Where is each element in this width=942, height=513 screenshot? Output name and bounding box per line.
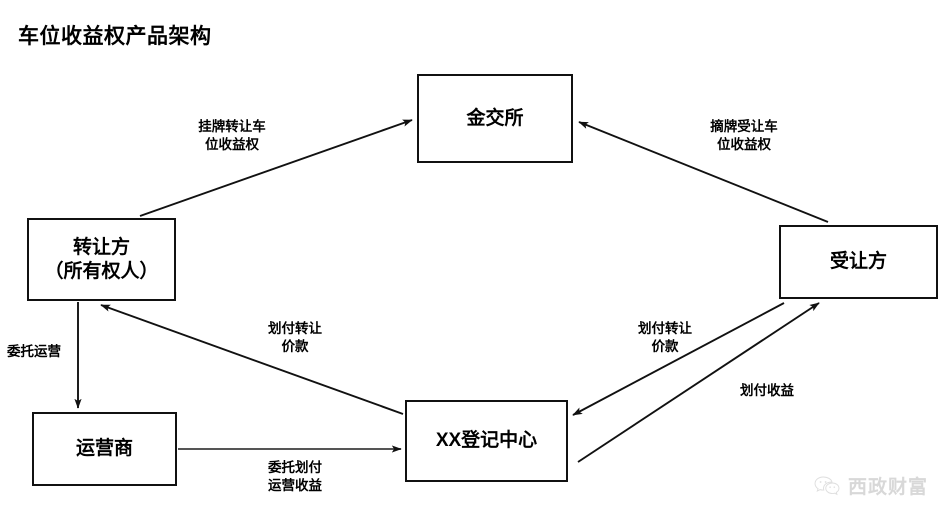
wechat-icon [814, 476, 840, 495]
edge-label-entrust-operation: 委托运营 [7, 344, 61, 359]
edge-label-pay-transfer-price-right: 划付转让 价款 [638, 321, 692, 355]
connector-delisting [578, 121, 829, 223]
node-registry[interactable]: XX登记中心 [405, 400, 568, 482]
page-title: 车位收益权产品架构 [18, 25, 212, 48]
edge-label-delisting: 摘牌受让车 位收益权 [710, 119, 778, 153]
node-transferor-label: 转让方 （所有权人） [44, 236, 159, 282]
node-operator-label: 运营商 [75, 438, 133, 460]
node-jinjiaosuo-label: 金交所 [466, 107, 524, 129]
edge-label-pay-transfer-price-left: 划付转让 价款 [268, 321, 322, 355]
connector-pay-income [577, 302, 820, 463]
watermark-text: 西政财富 [847, 477, 928, 498]
node-jinjiaosuo[interactable]: 金交所 [417, 74, 573, 163]
node-transferor[interactable]: 转让方 （所有权人） [27, 218, 176, 301]
edge-label-pay-income: 划付收益 [740, 383, 794, 398]
edge-label-listing: 挂牌转让车 位收益权 [198, 119, 266, 153]
edge-label-entrust-pay-operating-income: 委托划付 运营收益 [268, 460, 322, 494]
node-operator[interactable]: 运营商 [32, 412, 177, 486]
connector-pay-transfer-price-right [572, 302, 785, 416]
node-transferee-label: 受让方 [829, 251, 887, 273]
connector-pay-transfer-price-left [100, 304, 404, 415]
watermark: 西政财富 [814, 472, 928, 499]
node-transferee[interactable]: 受让方 [779, 225, 938, 299]
connector-listing [139, 119, 413, 217]
node-registry-label: XX登记中心 [435, 430, 538, 452]
